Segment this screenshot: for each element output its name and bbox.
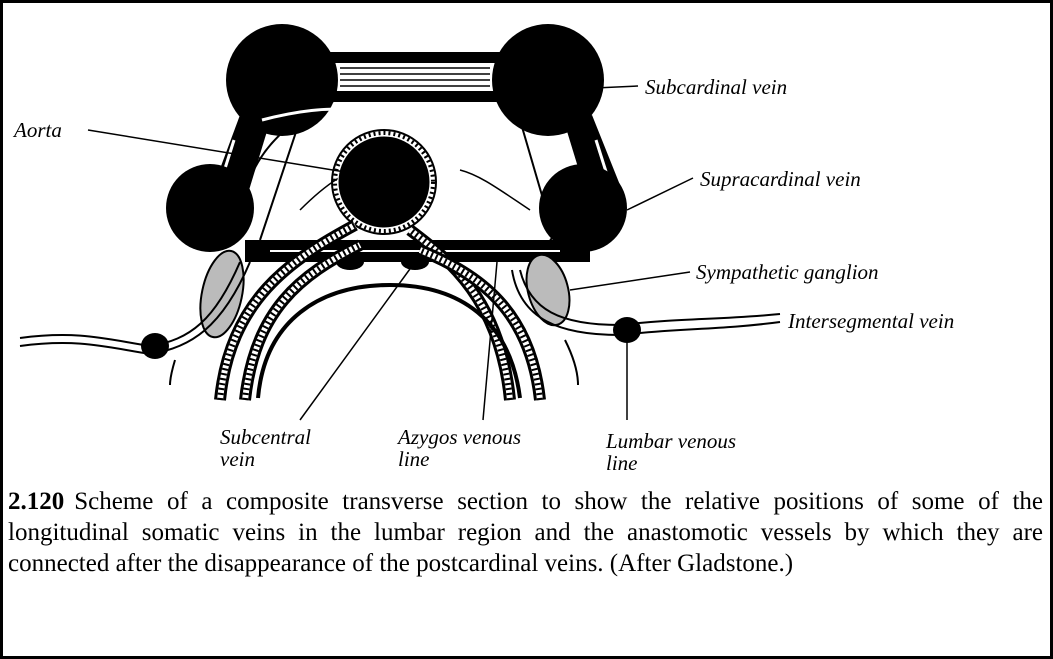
label-azygos-line2: line [398,447,430,471]
supracardinal-vein-left [166,164,254,252]
label-subcentral-vein-line2: vein [220,447,255,471]
lumbar-node-right [613,317,641,343]
label-subcentral-vein-line1: Subcentral [220,425,311,449]
label-lumbar-line1: Lumbar venous [605,429,736,453]
label-subcardinal-vein: Subcardinal vein [645,75,787,99]
label-aorta: Aorta [12,118,62,142]
supracardinal-vein-right [539,164,627,252]
label-intersegmental-vein: Intersegmental vein [787,309,954,333]
label-azygos-line1: Azygos venous [396,425,521,449]
lumbar-node-left [141,333,169,359]
figure-number: 2.120 [8,488,64,515]
anastomosis-shading [330,62,500,92]
caption-text: Scheme of a composite transverse section… [8,488,1043,577]
label-supracardinal-vein: Supracardinal vein [700,167,861,191]
label-sympathetic-ganglion: Sympathetic ganglion [696,260,879,284]
anatomical-diagram: Subcardinal vein Aorta Supracardinal vei… [0,0,1053,480]
label-lumbar-line2: line [606,451,638,475]
